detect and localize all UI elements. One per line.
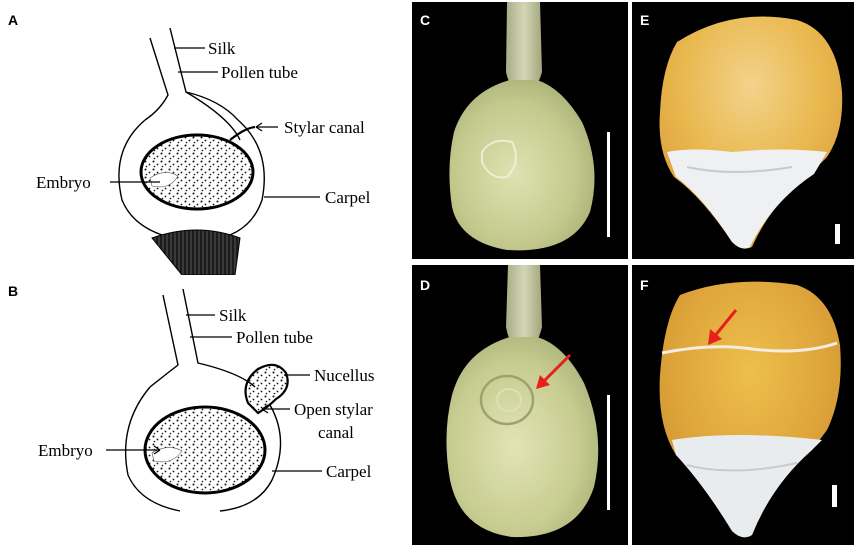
silk-line (144, 37, 169, 121)
label-silk: Silk (219, 306, 247, 325)
photo-panel-c: C (412, 2, 628, 259)
embryo-sac (139, 133, 255, 211)
silk-line (149, 294, 179, 388)
label-carpel: Carpel (325, 188, 371, 207)
label-pollen-tube: Pollen tube (236, 328, 313, 347)
embryo-shape (151, 447, 183, 463)
label-embryo: Embryo (38, 441, 93, 460)
panel-letter-a: A (8, 12, 19, 28)
label-pollen-tube: Pollen tube (221, 63, 298, 82)
label-open-stylar: Open stylar (294, 400, 373, 419)
red-arrow-f (708, 309, 738, 345)
photo-panel-e: E (632, 2, 854, 259)
diagram-panel-a: Silk Pollen tube Stylar canal Embryo Car… (36, 27, 371, 275)
scale-bar (607, 395, 610, 510)
red-arrow-d (536, 353, 572, 389)
pedicel (151, 229, 241, 275)
photo-panel-d: D (412, 265, 628, 545)
panel-letter-e: E (640, 12, 650, 28)
panel-letter-d: D (420, 277, 431, 293)
label-carpel: Carpel (326, 462, 372, 481)
panel-letter-c: C (420, 12, 431, 28)
scale-bar (832, 485, 837, 507)
scale-bar (835, 224, 840, 244)
label-embryo: Embryo (36, 173, 91, 192)
panel-letter-b: B (8, 283, 19, 299)
panel-letter-f: F (640, 277, 649, 293)
label-canal: canal (318, 423, 354, 442)
scale-bar (607, 132, 610, 237)
label-silk: Silk (208, 39, 236, 58)
nucellus (244, 363, 289, 415)
label-nucellus: Nucellus (314, 366, 374, 385)
embryo-shape (149, 172, 179, 188)
diagram-panel-b: Silk Pollen tube Nucellus Open stylar ca… (38, 288, 374, 512)
carpel-outline (124, 386, 282, 512)
carpel-outline (118, 119, 265, 241)
label-stylar-canal: Stylar canal (284, 118, 365, 137)
photo-panel-f: F (632, 265, 854, 545)
